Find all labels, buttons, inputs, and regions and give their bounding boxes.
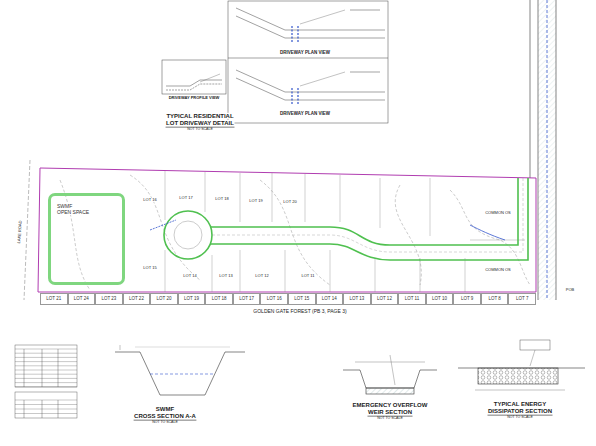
lot-box: LOT 8 (481, 293, 509, 305)
section-title: DISSIPATOR SECTION (487, 408, 552, 414)
lot-number: LOT 11 (405, 297, 420, 302)
lot-number: LOT 12 (377, 297, 392, 302)
point-label: POB (565, 288, 574, 292)
section-title: SWMF (155, 406, 174, 412)
section-title: NOT TO SCALE (507, 416, 533, 420)
lot-number: LOT 7 (516, 297, 528, 302)
lot-box: LOT 17 (233, 293, 261, 305)
lot-box: LOT 15 (288, 293, 316, 305)
detail-title: DRIVEWAY PROFILE VIEW (168, 96, 220, 100)
lot-number: LOT 22 (129, 297, 144, 302)
lot-box: LOT 9 (453, 293, 481, 305)
lot-number: LOT 12 (255, 274, 269, 278)
section-title: TYPICAL ENERGY (493, 401, 547, 407)
lot-number: LOT 21 (46, 297, 61, 302)
lot-number: LOT 16 (267, 297, 282, 302)
lot-number: LOT 13 (219, 274, 233, 278)
lot-number: LOT 11 (301, 274, 315, 278)
street-name: LAKE ROAD (17, 220, 23, 244)
lot-number: LOT 13 (349, 297, 364, 302)
lot-box: LOT 7 (508, 293, 536, 305)
tract-label: COMMON OS (485, 268, 512, 272)
lot-box: LOT 13 (343, 293, 371, 305)
detail-title: NOT TO SCALE (187, 128, 213, 132)
lot-box: LOT 23 (95, 293, 123, 305)
lot-number: LOT 10 (432, 297, 447, 302)
lot-number: LOT 9 (461, 297, 473, 302)
lot-box: LOT 19 (178, 293, 206, 305)
lot-box: LOT 24 (68, 293, 96, 305)
tract-label: COMMON OS (485, 211, 512, 215)
lot-number: LOT 23 (101, 297, 116, 302)
lot-number: LOT 20 (157, 297, 172, 302)
lot-number: LOT 24 (74, 297, 89, 302)
pond-area: SWMFOPEN SPACE (48, 193, 125, 285)
lot-box: LOT 16 (260, 293, 288, 305)
lot-box: LOT 11 (398, 293, 426, 305)
lot-number: LOT 18 (212, 297, 227, 302)
lot-number: LOT 16 (143, 198, 157, 202)
detail-title: TYPICAL RESIDENTIAL (166, 113, 234, 119)
lot-number: LOT 15 (294, 297, 309, 302)
detail-title: LOT DRIVEWAY DETAIL (166, 120, 235, 126)
detail-title: DRIVEWAY PLAN VIEW (280, 112, 331, 117)
area-label: OPEN SPACE (57, 210, 89, 216)
section-title: NOT TO SCALE (377, 417, 403, 421)
section-title: NOT TO SCALE (152, 421, 178, 425)
lot-box: LOT 14 (316, 293, 344, 305)
detail-title: DRIVEWAY PLAN VIEW (280, 51, 331, 56)
lot-number: LOT 15 (143, 266, 157, 270)
lot-box: LOT 22 (123, 293, 151, 305)
lot-box: LOT 21 (40, 293, 68, 305)
section-title: EMERGENCY OVERFLOW (352, 402, 428, 408)
lot-number: LOT 17 (239, 297, 254, 302)
lot-number: LOT 20 (283, 200, 297, 204)
lot-box: LOT 12 (371, 293, 399, 305)
lot-number: LOT 14 (183, 274, 197, 278)
lot-number: LOT 19 (249, 199, 263, 203)
lot-box: LOT 18 (205, 293, 233, 305)
section-title: CROSS SECTION A-A (134, 413, 197, 419)
section-title: WEIR SECTION (367, 409, 412, 415)
lot-box: LOT 10 (426, 293, 454, 305)
lot-number: LOT 17 (179, 196, 193, 200)
lot-number: LOT 18 (215, 197, 229, 201)
lot-number: LOT 19 (184, 297, 199, 302)
lot-box: LOT 20 (150, 293, 178, 305)
subdivision-name: GOLDEN GATE FOREST (PB 3, PAGE 3) (253, 309, 347, 314)
lot-number: LOT 8 (488, 297, 500, 302)
lot-number: LOT 14 (322, 297, 337, 302)
